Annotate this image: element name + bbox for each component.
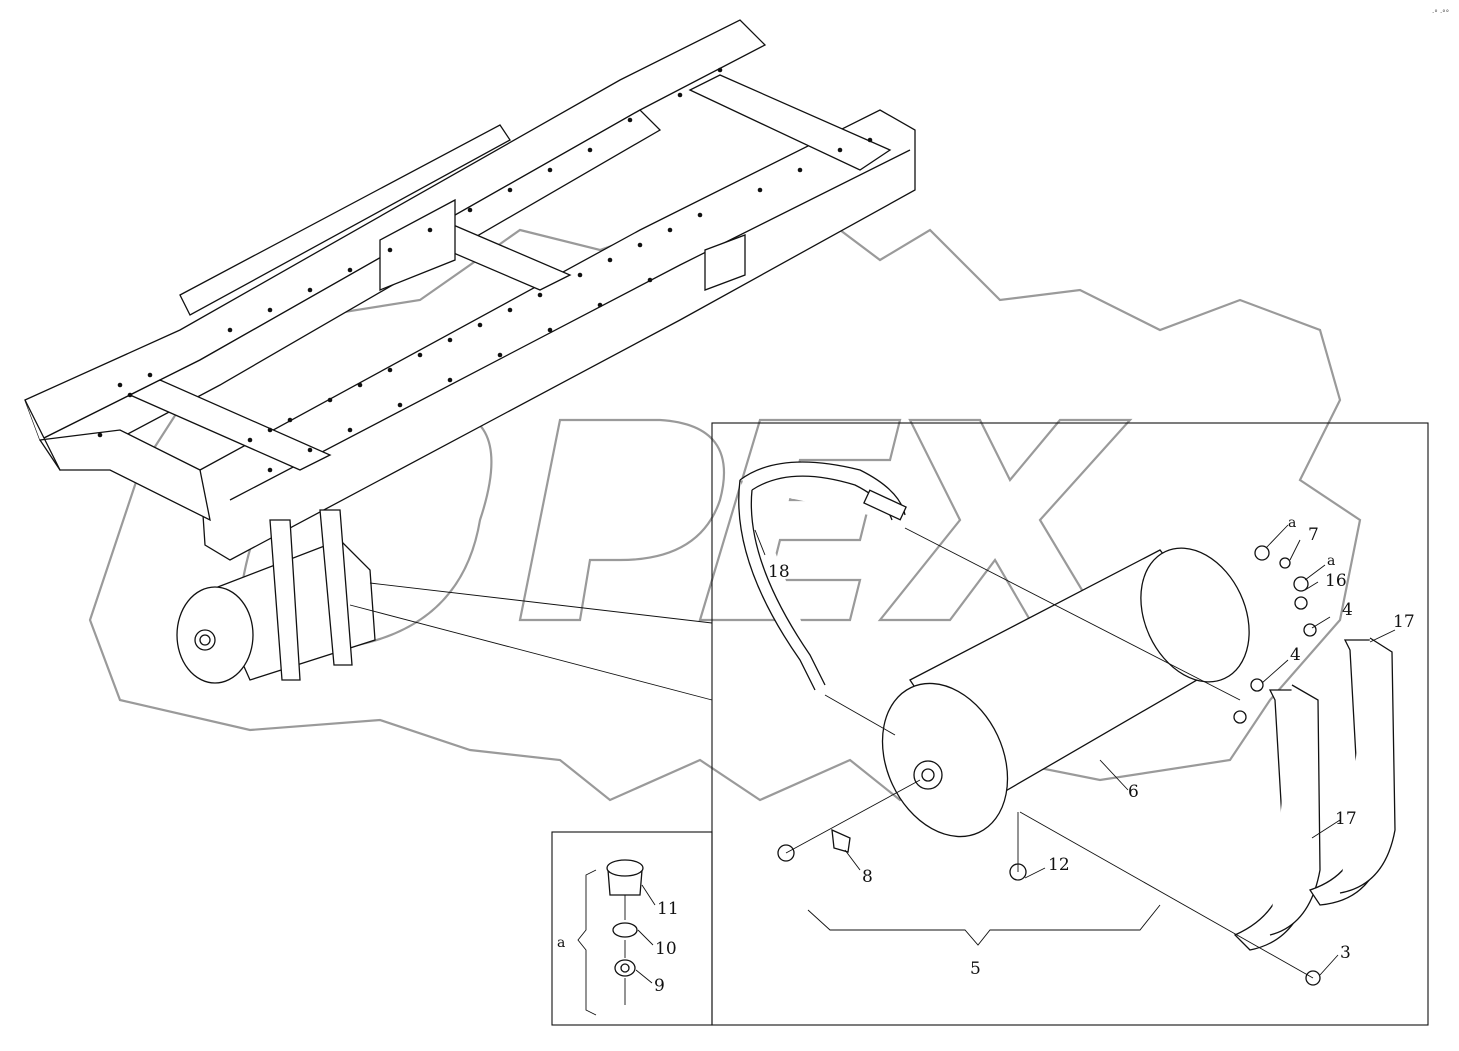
callout-7: 7	[1308, 525, 1319, 545]
inset-parts	[577, 859, 656, 1016]
callout-5: 5	[970, 959, 981, 979]
leader-to-detail-top	[369, 582, 713, 624]
callout-16: 16	[1325, 571, 1347, 591]
callout-leaders	[754, 524, 1396, 976]
fittings	[777, 527, 1321, 986]
callout-17-lower: 17	[1335, 809, 1357, 829]
corner-mark: ·° ·°°	[1432, 9, 1449, 17]
inset-group-label: a	[557, 935, 565, 951]
inset-box	[551, 831, 713, 1026]
leader-to-detail-bottom	[349, 604, 713, 701]
detail-box	[711, 422, 1429, 1026]
callout-3: 3	[1340, 943, 1351, 963]
callout-18: 18	[768, 562, 790, 582]
air-tank-6	[881, 547, 1250, 838]
hose-18	[738, 461, 907, 691]
callout-4-lower: 4	[1290, 645, 1301, 665]
strap-17-front	[1233, 684, 1321, 951]
inset-callout-9: 9	[654, 976, 665, 996]
frame-holes	[97, 67, 873, 473]
callout-17-upper: 17	[1393, 612, 1415, 632]
inset-callout-10: 10	[655, 939, 677, 959]
strap-17-rear	[1308, 637, 1396, 906]
callout-4-upper: 4	[1342, 600, 1353, 620]
callout-a-upper: a	[1288, 515, 1296, 531]
callout-12: 12	[1048, 855, 1070, 875]
inset-callout-11: 11	[657, 899, 679, 919]
callout-a-lower: a	[1327, 553, 1335, 569]
callout-6: 6	[1128, 782, 1139, 802]
mounted-air-tank	[176, 509, 376, 684]
callout-8: 8	[862, 867, 873, 887]
chassis-frame	[24, 19, 916, 561]
